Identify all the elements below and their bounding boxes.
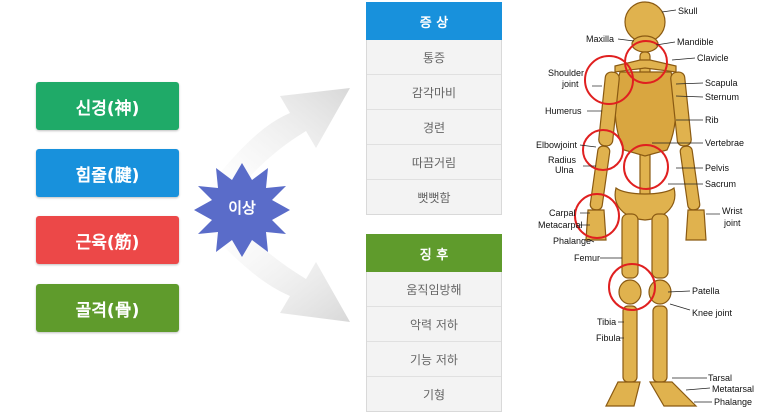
symptoms-panel: 증 상 통증 감각마비 경련 따끔거림 뻣뻣함 [366,2,502,215]
category-nerve: 신경(神) [36,82,179,130]
burst-star [194,163,290,257]
symptom-item: 통증 [422,50,446,65]
symptoms-title: 증 상 [366,2,502,40]
label-knee: Knee joint [692,308,733,318]
label-radius: Radius [548,155,577,165]
label-metatarsal: Metatarsal [712,384,755,394]
label-ulna: Ulna [555,165,574,175]
label-wrist-2: joint [724,218,741,228]
pelvis-bone [614,186,676,221]
label-maxilla: Maxilla [586,34,615,44]
symptom-item: 감각마비 [367,74,501,109]
label-shoulder-2: joint [562,79,579,89]
joint-circle-spine [623,144,669,190]
label-tibia: Tibia [597,317,617,327]
label-vertebrae: Vertebrae [705,138,745,148]
label-patella: Patella [692,286,720,296]
label-shoulder-1: Shoulder [548,68,585,78]
joint-circle-wrist [574,193,620,239]
label-phalange-hand: Phalange [553,236,592,246]
label-skull: Skull [678,6,698,16]
joint-circle-knee [608,263,656,311]
symptom-item: 따끔거림 [367,144,501,179]
label-rib: Rib [705,115,719,125]
label-sternum: Sternum [705,92,740,102]
label-wrist-1: Wrist [722,206,743,216]
symptom-item: 경련 [367,109,501,144]
label-humerus: Humerus [545,106,582,116]
sign-item: 기능 저하 [367,341,501,376]
category-tendon: 힘줄(腱) [36,149,179,197]
label-elbow: Elbowjoint [536,140,578,150]
label-carpal: Carpal [549,208,576,218]
signs-title: 징 후 [366,234,502,272]
sign-item: 기형 [367,376,501,411]
category-muscle: 근육(筋) [36,216,179,264]
label-femur: Femur [574,253,601,263]
sign-item: 악력 저하 [367,306,501,341]
symptom-item: 뻣뻣함 [367,179,501,214]
ribcage-bone [614,71,677,157]
label-fibula: Fibula [596,333,621,343]
joint-circle-shoulder [584,55,634,105]
femur-bone [621,213,639,279]
category-bone: 골격(骨) [36,284,179,332]
label-clavicle: Clavicle [697,53,729,63]
joint-circle-elbow [582,129,624,171]
label-sacrum: Sacrum [705,179,737,189]
label-pelvis: Pelvis [705,163,730,173]
burst-label: 이상 [228,199,256,217]
label-scapula: Scapula [705,78,738,88]
label-mandible: Mandible [677,37,714,47]
label-tarsal: Tarsal [708,373,733,383]
sign-item: 움직임방해 [406,282,462,297]
label-phalange-foot: Phalange [714,397,753,407]
label-metacarpal: Metacarpal [538,220,583,230]
